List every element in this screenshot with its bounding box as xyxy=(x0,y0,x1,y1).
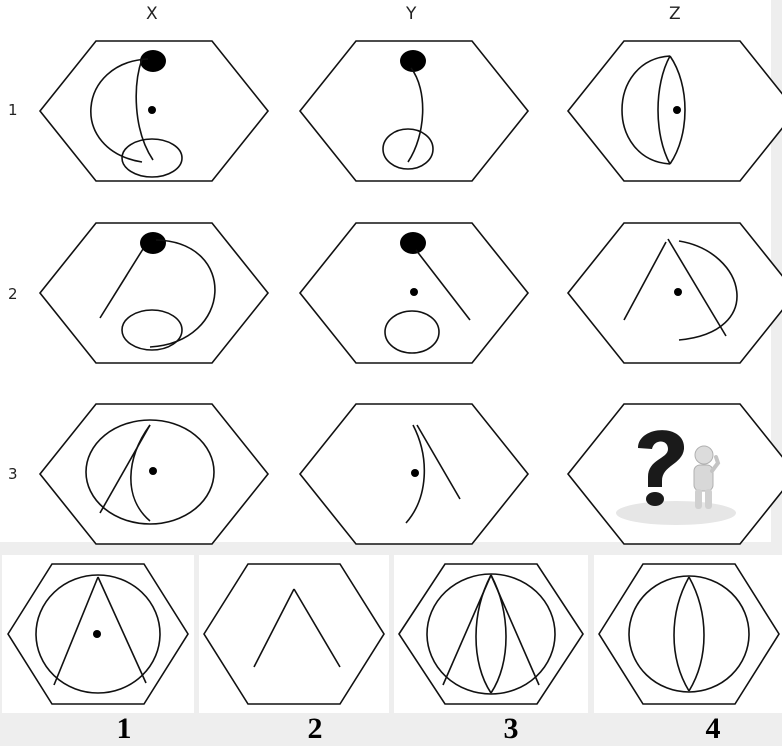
option-number-3: 3 xyxy=(491,712,531,746)
figure-3z-unknown xyxy=(566,403,782,545)
figure-2z xyxy=(566,222,782,364)
row-label-3: 3 xyxy=(8,465,18,483)
option-figure-4[interactable] xyxy=(597,563,781,706)
option-figure-1[interactable] xyxy=(6,563,190,706)
option-figure-2[interactable] xyxy=(202,563,386,706)
column-label-x: X xyxy=(146,4,158,24)
figure-1y xyxy=(298,40,530,182)
option-number-1: 1 xyxy=(104,712,144,746)
figure-1z xyxy=(566,40,782,182)
figure-3y xyxy=(298,403,530,545)
option-figure-3[interactable] xyxy=(397,563,585,706)
figure-1x xyxy=(38,40,270,182)
row-label-2: 2 xyxy=(8,285,18,303)
option-number-4: 4 xyxy=(693,712,733,746)
column-label-z: Z xyxy=(669,4,681,24)
option-number-2: 2 xyxy=(295,712,335,746)
column-label-y: Y xyxy=(406,4,416,24)
figure-2x xyxy=(38,222,270,364)
figure-2y xyxy=(298,222,530,364)
row-label-1: 1 xyxy=(8,101,18,119)
figure-3x xyxy=(38,403,270,545)
